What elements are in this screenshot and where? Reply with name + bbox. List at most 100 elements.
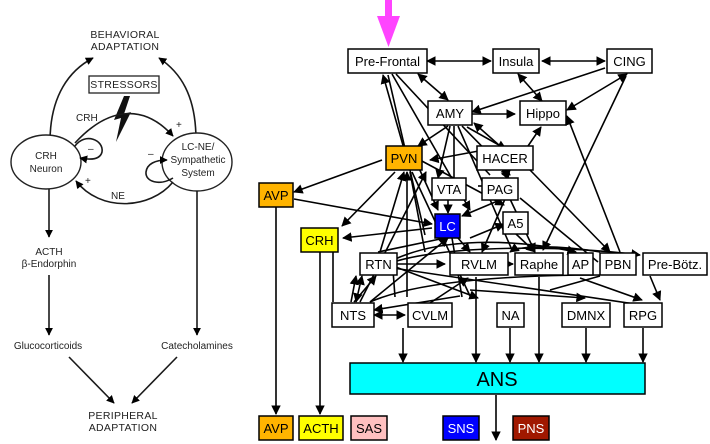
node-rpg[interactable]: RPG [623,302,663,328]
node-insula-label: Insula [499,54,534,69]
node-ap[interactable]: AP [567,252,594,276]
output-pns-label: PNS [518,421,545,436]
input-arrow-shaft [385,0,392,16]
node-amy-label: AMY [436,106,465,121]
edge-rtn-prebotz [392,247,641,263]
left-diagram: BEHAVIORAL ADAPTATION STRESSORS CRH Neur… [10,29,233,434]
node-lc[interactable]: LC [434,213,461,239]
minus-sign-lcne: – [148,149,154,160]
node-pbn[interactable]: PBN [599,252,637,276]
edge-nts-rtn3 [353,275,377,303]
node-vta-label: VTA [437,182,462,197]
peripheral-adaptation-label-1: PERIPHERAL [88,410,158,422]
node-pag[interactable]: PAG [481,177,519,201]
edge-lc-crh [342,227,433,242]
edge-rtn-pvn [379,171,407,253]
node-prefrontal[interactable]: Pre-Frontal [347,48,428,74]
edge-pbn-hippo [565,115,621,253]
input-arrow-icon [377,16,400,47]
edge-nts-pvn [359,171,427,303]
node-cing[interactable]: CING [606,48,653,74]
edge-to-dmnx [469,289,586,303]
edge-prebotz-rpg [649,275,662,301]
acth-label: ACTH [35,247,62,258]
output-sas[interactable]: SAS [350,415,388,441]
edge-hacer-pbn [529,169,611,253]
beta-endorphin-label: β-Endorphin [22,259,77,270]
output-sns-label: SNS [448,421,475,436]
edge-ap-cross [549,275,601,291]
arrow-lcne-to-crh [75,180,174,205]
node-na[interactable]: NA [496,302,525,328]
edge-a5-raphe [515,233,536,253]
node-pbn-label: PBN [605,257,632,272]
edge-nts-lc [369,237,449,303]
nodes: Pre-Frontal Insula CING AMY Hippo PVN [258,48,708,441]
node-nts[interactable]: NTS [331,302,375,328]
node-ap-label: AP [572,257,589,272]
arrow-catecholamines-to-peripheral [131,356,178,404]
node-ans[interactable]: ANS [349,362,646,395]
node-rtn-label: RTN [365,257,391,272]
node-prebotz-label: Pre-Bötz. [648,257,702,272]
arrow-lcne-to-behavior [158,57,197,141]
edge-hacer-hippo [527,126,542,147]
edge-pag-lc [461,199,501,218]
edge-pvn-rvlm [409,171,426,253]
node-pvn-label: PVN [391,151,418,166]
edge-ap-raphe [509,243,601,253]
output-acth-label: ACTH [303,421,338,436]
stressors-box [88,75,160,94]
glucocorticoids-label: Glucocorticoids [14,341,82,352]
lcne-label-2: Sympathetic [170,155,225,166]
node-raphe-label: Raphe [520,257,558,272]
node-dmnx[interactable]: DMNX [561,302,611,328]
node-ans-label: ANS [476,369,517,391]
output-sas-label: SAS [356,421,382,436]
output-acth[interactable]: ACTH [298,415,344,441]
node-pag-label: PAG [487,182,514,197]
behavioral-adaptation-label-1: BEHAVIORAL [90,29,159,41]
output-sns[interactable]: SNS [442,415,480,441]
node-prebotz[interactable]: Pre-Bötz. [642,252,708,276]
plus-sign-top: + [176,120,182,131]
node-rvlm[interactable]: RVLM [449,252,509,276]
crh-neuron-label-1: CRH [35,151,57,162]
arrow-glucocorticoids-to-peripheral [68,356,115,404]
minus-sign-crh: – [88,144,94,155]
node-hacer-label: HACER [482,151,528,166]
node-hacer[interactable]: HACER [476,145,534,171]
edge-prefrontal-amy [417,73,449,101]
node-amy[interactable]: AMY [427,100,473,126]
node-insula[interactable]: Insula [492,48,540,74]
node-hippo[interactable]: Hippo [519,100,567,126]
node-rvlm-label: RVLM [461,257,497,272]
edges [271,56,663,441]
node-cvlm[interactable]: CVLM [407,302,453,328]
edge-amy-pvn [417,125,449,147]
node-rtn[interactable]: RTN [359,252,398,276]
output-avp[interactable]: AVP [258,415,294,441]
edge-nts-pbn-arc [369,274,601,303]
node-nts-label: NTS [340,308,366,323]
node-avp[interactable]: AVP [258,182,294,208]
node-a5-label: A5 [508,216,524,231]
edge-pag-hacer [500,169,511,180]
node-crh[interactable]: CRH [300,227,339,253]
node-na-label: NA [501,308,519,323]
node-pvn[interactable]: PVN [385,145,423,171]
node-raphe[interactable]: Raphe [514,252,564,276]
edge-nts-rtn2 [349,275,360,303]
node-vta[interactable]: VTA [431,177,467,201]
edge-hacer-pvn [429,149,485,164]
node-cvlm-label: CVLM [412,308,448,323]
arrow-crh-to-behavior [49,57,94,143]
output-pns[interactable]: PNS [512,415,550,441]
crh-neuron-label-2: Neuron [30,164,63,175]
lcne-label-1: LC-NE/ [182,142,215,153]
plus-sign-bottom: + [85,176,91,187]
behavioral-adaptation-label-2: ADAPTATION [91,41,160,53]
node-cing-label: CING [613,54,646,69]
node-a5[interactable]: A5 [502,211,529,235]
